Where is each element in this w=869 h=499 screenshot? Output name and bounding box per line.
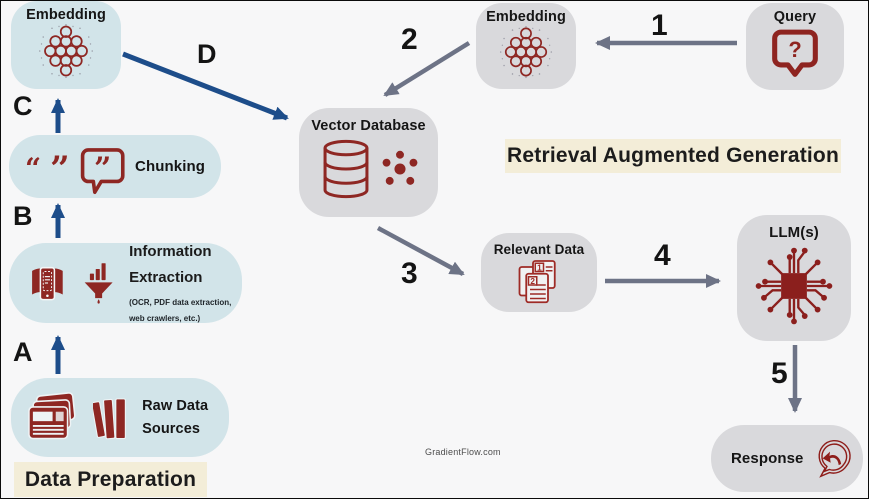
vector-cluster-icon	[382, 150, 417, 185]
node-vector-database: Vector Database	[299, 108, 438, 217]
embedding-cluster-icon	[38, 23, 94, 79]
stage-label-c: C	[13, 91, 33, 121]
arrow-step-3	[376, 226, 465, 276]
data-preparation-title: Data Preparation	[14, 462, 207, 497]
vector-database-label: Vector Database	[311, 118, 426, 134]
node-raw-data-sources: Raw Data Sources	[11, 378, 229, 457]
question-bubble-icon: ?	[772, 29, 818, 77]
embedding-cluster-icon	[499, 25, 553, 79]
books-icon	[92, 397, 126, 439]
stage-label-b: B	[13, 201, 33, 231]
question-mark-glyph: ?	[788, 37, 801, 62]
information-extraction-label: Information Extraction	[129, 243, 212, 286]
embedding-query-label: Embedding	[486, 9, 566, 25]
stage-label-d: D	[197, 39, 217, 69]
open-quote-glyph: “	[25, 151, 42, 185]
book-scan-icon	[32, 266, 63, 301]
query-label: Query	[773, 9, 817, 25]
node-llm: LLM(s)	[737, 215, 851, 341]
rag-title: Retrieval Augmented Generation	[505, 139, 841, 173]
chunking-label: Chunking	[135, 158, 205, 175]
node-relevant-data: Relevant Data 1 2	[481, 233, 597, 312]
node-embedding-query: Embedding	[476, 3, 576, 89]
raw-data-sources-label: Raw Data Sources	[142, 398, 209, 437]
information-extraction-note: (OCR, PDF data extraction, web crawlers,…	[129, 298, 232, 323]
newspaper-stack-icon	[28, 391, 76, 439]
step-label-2: 2	[401, 23, 418, 56]
node-response: Response	[711, 425, 863, 492]
node-embedding-source: Embedding	[11, 1, 121, 89]
stage-label-a: A	[13, 337, 33, 367]
node-chunking: “ ” ” Chunking	[9, 135, 221, 198]
step-label-4: 4	[654, 239, 671, 272]
numbered-documents-icon: 1 2	[518, 260, 556, 304]
response-label: Response	[731, 450, 804, 467]
quote-bubble-icon: ”	[80, 147, 125, 194]
step-label-3: 3	[401, 257, 418, 290]
embedding-source-label: Embedding	[26, 7, 106, 23]
node-query: Query ?	[746, 3, 844, 90]
node-information-extraction: Information Extraction (OCR, PDF data ex…	[9, 243, 242, 323]
reply-bubble-icon	[818, 439, 851, 478]
funnel-filter-icon	[84, 263, 113, 304]
step-label-1: 1	[651, 9, 668, 42]
watermark: GradientFlow.com	[425, 447, 501, 457]
database-cylinder-icon	[323, 139, 368, 199]
relevant-data-label: Relevant Data	[493, 242, 585, 257]
bubble-quote-glyph: ”	[94, 151, 111, 186]
doc-number-2: 2	[530, 277, 535, 286]
doc-number-1: 1	[537, 263, 542, 272]
close-quote-glyph: ”	[50, 148, 70, 189]
step-label-5: 5	[771, 357, 788, 390]
arrow-step-2	[383, 41, 471, 97]
chip-circuit-icon	[755, 247, 833, 325]
llm-label: LLM(s)	[769, 224, 819, 241]
